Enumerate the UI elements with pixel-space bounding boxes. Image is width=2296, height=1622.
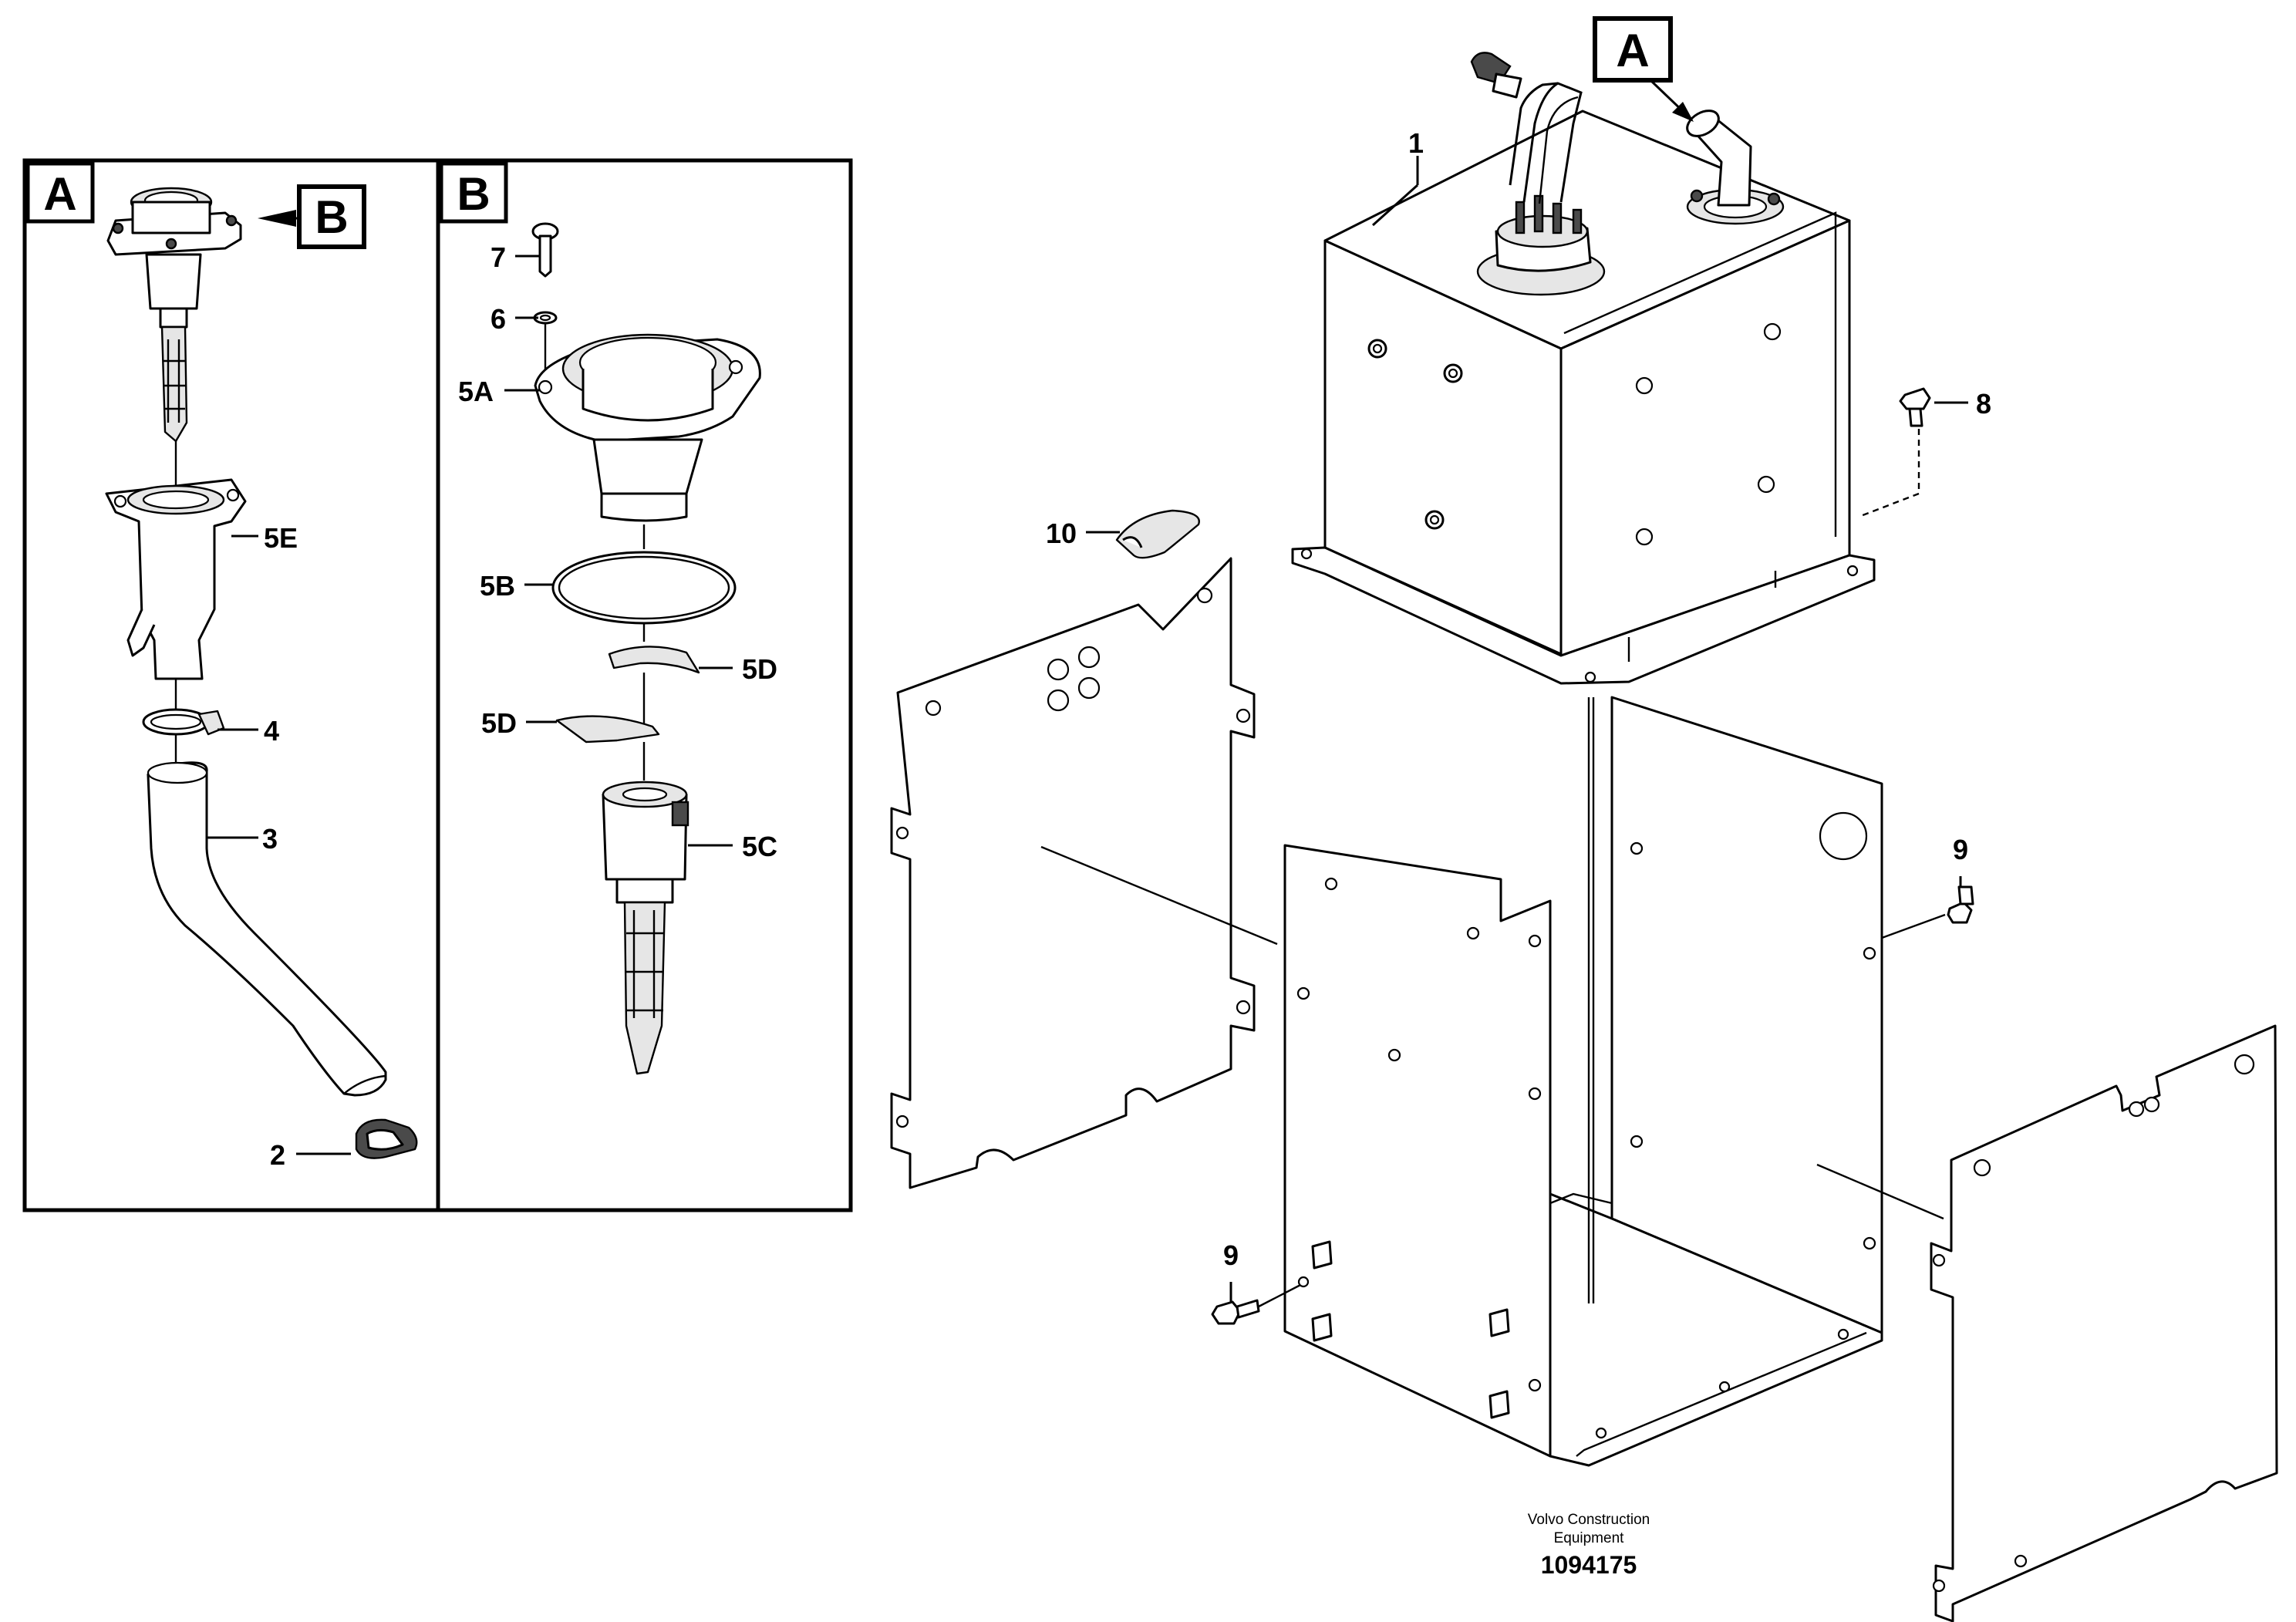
callout-5c: 5C bbox=[742, 831, 777, 862]
panel-a-filler-neck-assembly bbox=[105, 187, 418, 1159]
detail-frame bbox=[22, 158, 853, 1212]
callout-6: 6 bbox=[491, 303, 506, 335]
callout-7: 7 bbox=[491, 241, 506, 273]
left-side-panel bbox=[890, 557, 1278, 1189]
callout-5a: 5A bbox=[458, 376, 494, 407]
right-side-panel bbox=[1816, 1024, 2278, 1622]
footer-company-line2: Equipment bbox=[1554, 1530, 1625, 1546]
panel-b-letter: B bbox=[457, 168, 490, 220]
panel-b-filler-assembly bbox=[531, 222, 761, 1075]
bolt-9-lower bbox=[1211, 1276, 1310, 1325]
leader-lines bbox=[207, 156, 1968, 1302]
panel-a-ref-b-letter: B bbox=[315, 191, 348, 243]
footer-company-line1: Volvo Construction bbox=[1528, 1512, 1650, 1528]
callout-2: 2 bbox=[270, 1139, 285, 1171]
callout-5d-left: 5D bbox=[481, 707, 517, 739]
callout-9-upper: 9 bbox=[1953, 834, 1968, 865]
hydraulic-tank bbox=[1291, 52, 1876, 685]
main-ref-a: A bbox=[1593, 16, 1694, 122]
panel-b-label: B bbox=[439, 161, 508, 224]
callout-1: 1 bbox=[1408, 127, 1424, 159]
callout-5d-right: 5D bbox=[742, 653, 777, 685]
panel-a-ref-b: B bbox=[258, 184, 366, 249]
panel-a-letter: A bbox=[43, 168, 76, 220]
callout-9-lower: 9 bbox=[1223, 1239, 1239, 1271]
bracket-10 bbox=[1115, 509, 1200, 559]
bolt-9-upper bbox=[1947, 885, 1974, 924]
tank-cabinet bbox=[1283, 696, 1946, 1467]
panel-a-label: A bbox=[25, 161, 95, 224]
main-ref-a-letter: A bbox=[1616, 25, 1649, 76]
callout-5b: 5B bbox=[480, 570, 515, 602]
callout-labels: 1 2 3 4 5A 5B 5C 5D 5D 5E 6 7 8 9 9 10 bbox=[262, 127, 1991, 1271]
drawing-number: 1094175 bbox=[1541, 1551, 1637, 1579]
callout-8: 8 bbox=[1976, 388, 1991, 420]
callout-5e: 5E bbox=[264, 522, 298, 554]
callout-3: 3 bbox=[262, 823, 278, 855]
callout-4: 4 bbox=[264, 715, 279, 747]
bolt-8 bbox=[1858, 387, 1931, 518]
callout-10: 10 bbox=[1046, 518, 1077, 549]
footer: Volvo Construction Equipment 1094175 bbox=[1528, 1512, 1650, 1579]
